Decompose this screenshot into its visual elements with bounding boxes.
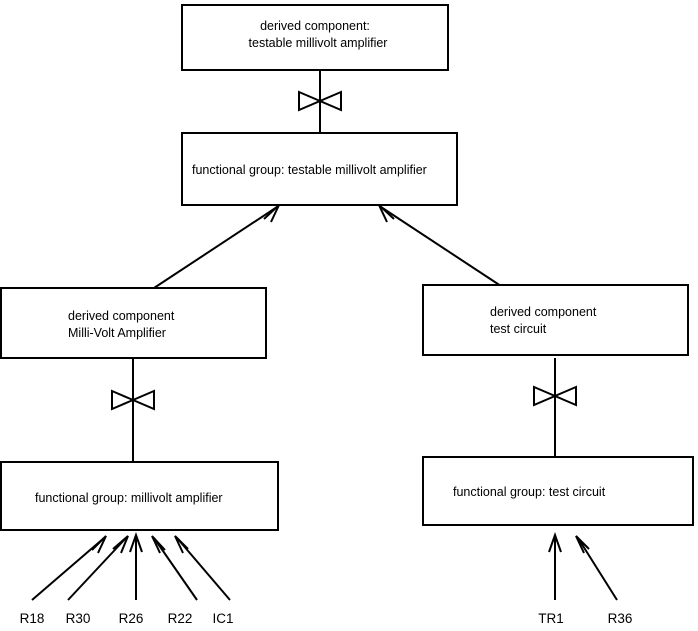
connector-left-derived-to-top-functional	[153, 206, 278, 289]
node-top-functional-group[interactable]: functional group: testable millivolt amp…	[181, 132, 458, 206]
node-top-functional-group-box[interactable]	[181, 132, 458, 206]
node-left-functional-group[interactable]: functional group: millivolt amplifier	[0, 461, 279, 531]
bowtie-aggregation-top	[298, 90, 342, 112]
node-right-functional-group-box[interactable]	[422, 456, 694, 526]
node-right-derived-component-box[interactable]	[422, 284, 689, 356]
node-left-functional-group-label: functional group: millivolt amplifier	[35, 491, 223, 505]
node-right-functional-group[interactable]: functional group: test circuit	[422, 456, 694, 526]
node-top-functional-group-label: functional group: testable millivolt amp…	[192, 163, 427, 177]
leaf-label-r18[interactable]: R18	[20, 611, 45, 626]
node-left-derived-component-line1: derived component	[68, 309, 175, 323]
leaf-label-r26[interactable]: R26	[119, 611, 144, 626]
node-left-derived-component-line2: Milli-Volt Amplifier	[68, 326, 166, 340]
bowtie-aggregation-right	[533, 385, 577, 407]
connector-right-derived-to-top-functional	[380, 206, 505, 289]
node-top-derived-component-line1: derived component:	[260, 19, 370, 33]
node-left-derived-component-box[interactable]	[0, 287, 267, 359]
arrowhead-leaf-r30	[112, 535, 129, 554]
node-left-functional-group-box[interactable]	[0, 461, 279, 531]
arrowhead-leaf-r26	[129, 531, 143, 553]
node-top-derived-component-box[interactable]	[181, 4, 449, 71]
node-right-functional-group-label: functional group: test circuit	[453, 485, 606, 499]
node-right-derived-component[interactable]: derived component test circuit	[422, 284, 689, 356]
node-right-derived-component-line2: test circuit	[490, 322, 547, 336]
arrowhead-leaf-r22	[151, 535, 166, 554]
node-top-derived-component[interactable]: derived component: testable millivolt am…	[181, 4, 449, 71]
node-top-derived-component-line2: testable millivolt amplifier	[249, 36, 388, 50]
leaf-label-tr1[interactable]: TR1	[538, 611, 564, 626]
connector-leaf-r30	[67, 537, 127, 601]
arrowhead-leaf-ic1	[174, 535, 189, 554]
connector-leaf-ic1	[176, 537, 231, 601]
arrowhead-leaf-r36	[575, 535, 590, 554]
connector-leaf-r36	[577, 537, 618, 601]
leaf-label-ic1[interactable]: IC1	[212, 611, 233, 626]
connector-leaf-r18	[31, 537, 105, 601]
connector-leaf-r22	[153, 537, 198, 601]
bowtie-aggregation-left	[111, 389, 155, 411]
leaf-label-r36[interactable]: R36	[608, 611, 633, 626]
node-left-derived-component[interactable]: derived component Milli-Volt Amplifier	[0, 287, 267, 359]
node-right-derived-component-line1: derived component	[490, 305, 597, 319]
leaf-label-r22[interactable]: R22	[168, 611, 193, 626]
leaf-label-r30[interactable]: R30	[66, 611, 91, 626]
arrowhead-leaf-r18	[91, 535, 107, 554]
arrowhead-leaf-tr1	[548, 531, 562, 553]
